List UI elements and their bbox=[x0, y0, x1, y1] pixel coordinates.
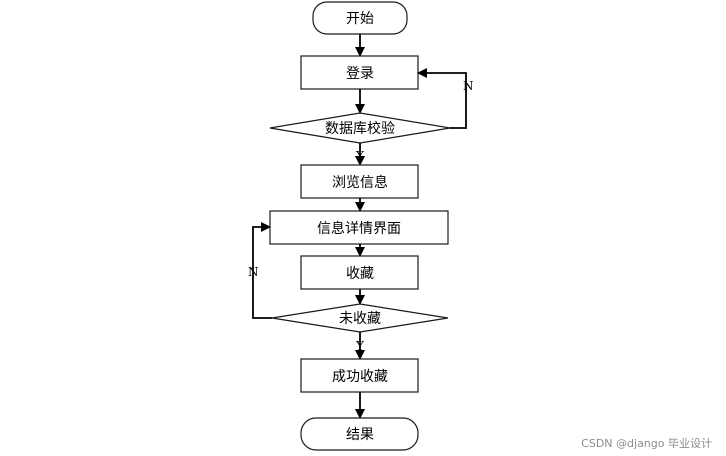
detail-label: 信息详情界面 bbox=[317, 220, 401, 237]
success-label: 成功收藏 bbox=[332, 369, 388, 385]
not-favorited-decision: 未收藏 bbox=[271, 303, 449, 333]
detail-process: 信息详情界面 bbox=[269, 210, 449, 245]
login-process: 登录 bbox=[300, 55, 419, 90]
start-label: 开始 bbox=[346, 11, 374, 27]
end-label: 结果 bbox=[346, 427, 374, 443]
start-terminator: 开始 bbox=[312, 1, 408, 35]
browse-process: 浏览信息 bbox=[300, 164, 419, 199]
browse-label: 浏览信息 bbox=[332, 174, 388, 191]
not-favorited-label: 未收藏 bbox=[339, 311, 381, 327]
loop-db-check-to-login bbox=[417, 68, 467, 129]
favorite-yes-label: Y bbox=[355, 339, 365, 353]
db-check-label: 数据库校验 bbox=[325, 120, 395, 137]
favorite-no-label: N bbox=[248, 265, 259, 279]
db-check-decision: 数据库校验 bbox=[269, 112, 451, 144]
loop-not-favorited-to-detail bbox=[252, 222, 272, 319]
db-check-no-label: N bbox=[463, 79, 474, 93]
db-check-yes-label: Y bbox=[355, 149, 365, 163]
success-process: 成功收藏 bbox=[300, 358, 419, 393]
favorite-process: 收藏 bbox=[300, 255, 419, 290]
login-label: 登录 bbox=[346, 66, 374, 82]
favorite-label: 收藏 bbox=[346, 266, 374, 282]
end-terminator: 结果 bbox=[300, 417, 419, 451]
watermark-text: CSDN @django 毕业设计 bbox=[581, 437, 712, 450]
